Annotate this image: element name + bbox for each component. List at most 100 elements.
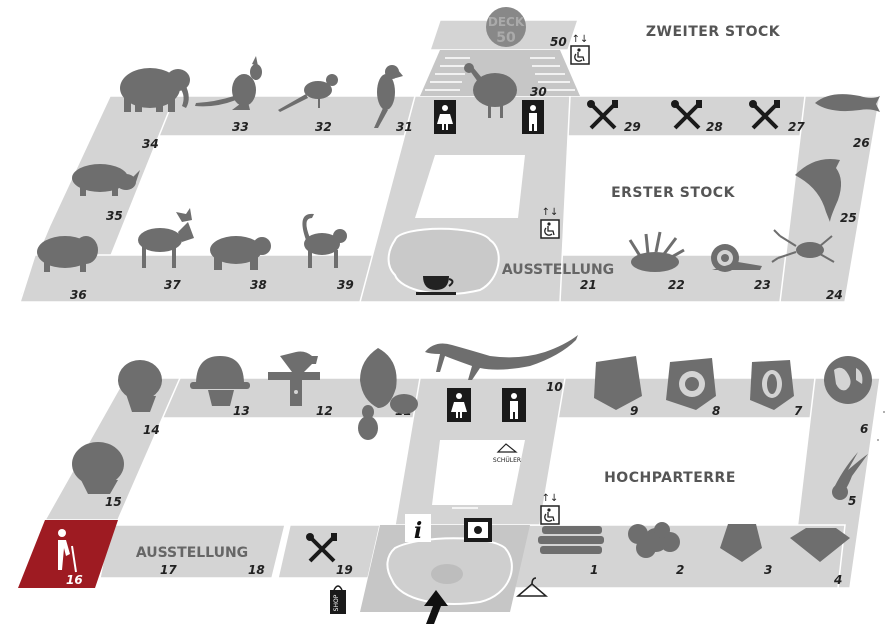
second-floor-title: ZWEITER STOCK xyxy=(646,24,781,40)
room-30-label[interactable]: 30 xyxy=(530,85,547,99)
room-26-label[interactable]: 26 xyxy=(853,136,870,150)
room-2-label[interactable]: 2 xyxy=(676,563,684,577)
ground-floor-restrooms xyxy=(447,388,526,422)
ground-stair-steps xyxy=(452,467,478,509)
globe-icon xyxy=(824,356,872,404)
entrance-arrow-icon[interactable] xyxy=(424,590,448,624)
cassowary-icon xyxy=(464,63,517,118)
room-15-label[interactable]: 15 xyxy=(105,495,122,509)
first-floor-plan: DECK 50 xyxy=(18,7,882,303)
cafe-icon[interactable] xyxy=(416,276,456,295)
room-3-label[interactable]: 3 xyxy=(764,563,772,577)
crystal-log-icon xyxy=(538,526,604,554)
room-50-label[interactable]: 50 xyxy=(550,35,567,49)
first-floor-stairs[interactable] xyxy=(420,50,580,96)
room-6-label[interactable]: 6 xyxy=(860,422,868,436)
snail-icon xyxy=(711,244,762,272)
first-floor-exhibit-icons xyxy=(37,56,880,272)
ground-floor-shop-wing[interactable] xyxy=(277,524,381,579)
room-12-label[interactable]: 12 xyxy=(316,404,333,418)
dinosaur-skeleton-icon xyxy=(425,335,578,380)
room-38-label[interactable]: 38 xyxy=(250,278,267,292)
info-desk-icon[interactable]: i xyxy=(405,514,431,544)
room-16-label[interactable]: 16 xyxy=(66,573,83,587)
room-36-label[interactable]: 36 xyxy=(70,288,87,302)
room-22-label[interactable]: 22 xyxy=(668,278,685,292)
ground-floor-title: HOCHPARTERRE xyxy=(604,470,736,486)
room-21-label[interactable]: 21 xyxy=(580,278,597,292)
room-23-label[interactable]: 23 xyxy=(754,278,771,292)
room-34-label[interactable]: 34 xyxy=(142,137,159,151)
parrot-icon xyxy=(374,65,403,128)
room-29-label[interactable]: 29 xyxy=(624,120,641,134)
room-13-label[interactable]: 13 xyxy=(233,404,250,418)
early-human-skull-icon xyxy=(72,442,124,494)
elevator-icon-first-floor[interactable]: ↑↓ xyxy=(540,207,560,239)
stair-steps xyxy=(425,57,575,91)
svg-text:↑↓: ↑↓ xyxy=(542,493,559,504)
room-24-label[interactable]: 24 xyxy=(826,288,843,302)
fish-icon xyxy=(815,94,880,112)
ammonite-icon xyxy=(666,358,716,410)
helmet-icon xyxy=(190,356,250,406)
deck-badge xyxy=(486,7,526,47)
room-19-label[interactable]: 19 xyxy=(336,563,353,577)
room-9-label[interactable]: 9 xyxy=(630,404,638,418)
room-5-label[interactable]: 5 xyxy=(848,494,856,508)
cafe-area[interactable] xyxy=(387,227,500,296)
meteor-icon xyxy=(832,452,868,500)
room-8-label[interactable]: 8 xyxy=(712,404,720,418)
room-7-label[interactable]: 7 xyxy=(794,404,803,418)
bison-icon xyxy=(37,236,98,272)
room-35-label[interactable]: 35 xyxy=(106,209,123,223)
shark-icon xyxy=(795,159,842,222)
kangaroo-icon xyxy=(195,56,262,110)
room-14-label[interactable]: 14 xyxy=(143,423,160,437)
room-28-label[interactable]: 28 xyxy=(706,120,723,134)
room-25-label[interactable]: 25 xyxy=(840,211,857,225)
deck-number: 50 xyxy=(496,30,516,46)
room-10-label[interactable]: 10 xyxy=(546,380,563,394)
room-4-label[interactable]: 4 xyxy=(833,573,842,587)
room-33-label[interactable]: 33 xyxy=(232,120,249,134)
cloakroom-icon[interactable]: SCHÜLER xyxy=(493,443,521,464)
room-31-label[interactable]: 31 xyxy=(396,120,413,134)
info-label: i xyxy=(414,518,422,544)
room-37-label[interactable]: 37 xyxy=(164,278,181,292)
tools-icon[interactable] xyxy=(749,100,780,130)
ground-floor-exhibition-label: AUSSTELLUNG xyxy=(136,545,248,561)
magpie-icon xyxy=(278,74,338,112)
room-17-label[interactable]: 17 xyxy=(160,563,177,577)
elevator-icon-ground-floor[interactable]: ↑↓ xyxy=(540,493,560,525)
svg-text:↑↓: ↑↓ xyxy=(542,207,559,218)
mineral-cluster-icon xyxy=(628,522,680,558)
foyer-fountain xyxy=(431,564,463,584)
sea-anemone-icon xyxy=(628,231,685,272)
room-1-label[interactable]: 1 xyxy=(590,563,598,577)
ground-floor-atrium xyxy=(432,440,525,505)
diamond-icon xyxy=(790,528,850,562)
trilobite-icon xyxy=(750,360,794,410)
room-18-label[interactable]: 18 xyxy=(248,563,265,577)
deck-label: DECK xyxy=(488,15,525,29)
ticket-desk-icon[interactable] xyxy=(464,518,492,542)
elevator-icon-deck[interactable]: ↑↓ xyxy=(570,34,590,65)
schueler-label: SCHÜLER xyxy=(493,457,521,464)
first-floor-workshop-icons xyxy=(587,100,780,130)
shop-icon[interactable]: SHOP xyxy=(330,585,346,614)
moose-icon xyxy=(138,208,194,268)
coat-hanger-icon[interactable] xyxy=(515,577,549,597)
horse-figurine-icon xyxy=(268,351,320,406)
room-39-label[interactable]: 39 xyxy=(337,278,354,292)
room-32-label[interactable]: 32 xyxy=(315,120,332,134)
ground-floor-bottom-right-wing[interactable] xyxy=(514,524,846,589)
tools-icon[interactable] xyxy=(587,100,618,130)
bear-icon xyxy=(210,236,271,270)
room-27-label[interactable]: 27 xyxy=(788,120,805,134)
svg-text:↑↓: ↑↓ xyxy=(572,34,589,45)
stag-beetle-icon xyxy=(771,229,835,263)
tools-icon[interactable] xyxy=(671,100,702,130)
venus-figurine-icon xyxy=(358,394,418,440)
tools-icon[interactable] xyxy=(306,533,337,563)
